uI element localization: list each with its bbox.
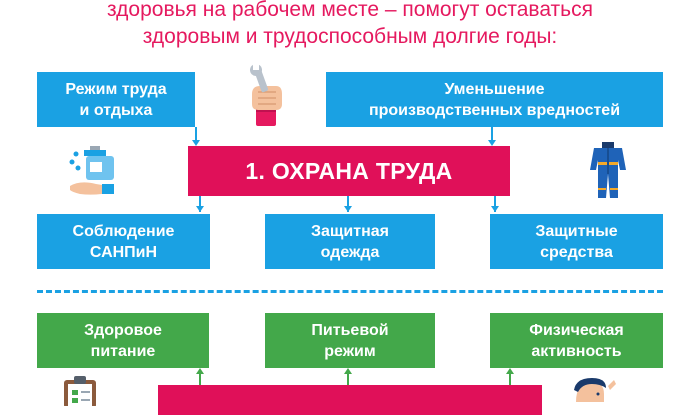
connector (195, 127, 197, 142)
heading-line-2: здоровым и трудоспособным долгие годы: (142, 25, 558, 48)
arrow-down (196, 206, 204, 212)
arrow-down (488, 140, 496, 146)
box-protective-clothing: Защитная одежда (265, 214, 435, 269)
box-work-rest-regime: Режим труда и отдыха (37, 72, 195, 127)
connector (494, 196, 496, 212)
box-drinking-regime: Питьевой режим (265, 313, 435, 368)
section1-title-bar: 1. ОХРАНА ТРУДА (188, 146, 510, 196)
arrow-up (344, 368, 352, 374)
box-protective-equipment: Защитные средства (490, 214, 663, 269)
person-icon (574, 378, 616, 402)
arrow-up (506, 368, 514, 374)
section-divider (37, 290, 663, 293)
box-work-rest-regime-label: Режим труда и отдыха (65, 80, 167, 119)
box-drinking-regime-label: Питьевой режим (311, 321, 389, 360)
box-protective-equipment-label: Защитные средства (535, 222, 618, 261)
connector (347, 370, 349, 386)
arrow-down (491, 206, 499, 212)
arrow-down (192, 140, 200, 146)
box-healthy-nutrition: Здоровое питание (37, 313, 209, 368)
connector (199, 196, 201, 212)
box-sanpin: Соблюдение САНПиН (37, 214, 210, 269)
box-sanpin-label: Соблюдение САНПиН (72, 222, 175, 261)
arrow-down (344, 206, 352, 212)
clipboard-icon (64, 376, 96, 406)
box-reduce-hazards-label: Уменьшение производственных вредностей (368, 80, 621, 119)
wrench-hand-icon (250, 64, 282, 126)
section2-title-bar (158, 385, 542, 415)
box-healthy-nutrition-label: Здоровое питание (84, 321, 162, 360)
box-physical-activity: Физическая активность (490, 313, 663, 368)
connector (347, 196, 349, 212)
box-reduce-hazards: Уменьшение производственных вредностей (326, 72, 663, 127)
heading-line-1: здоровья на рабочем месте – помогут оста… (107, 0, 593, 21)
box-physical-activity-label: Физическая активность (529, 321, 624, 360)
soap-dispenser-icon (69, 146, 114, 195)
arrow-up (196, 368, 204, 374)
connector (509, 370, 511, 386)
section1-title: 1. ОХРАНА ТРУДА (245, 157, 453, 184)
overalls-icon (590, 142, 626, 198)
connector (199, 370, 201, 386)
connector (491, 127, 493, 142)
box-protective-clothing-label: Защитная одежда (311, 222, 389, 261)
